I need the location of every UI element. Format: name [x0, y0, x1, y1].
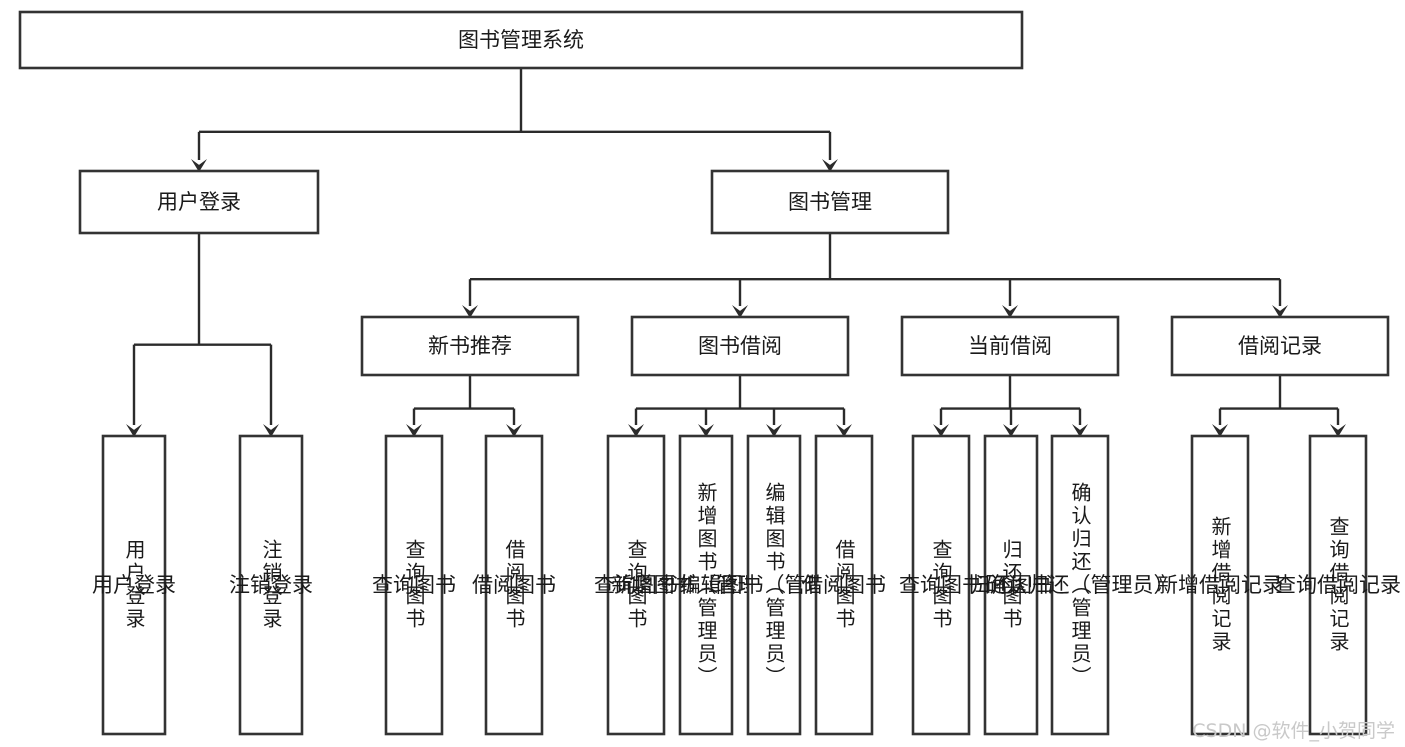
node-leaf-query-record[interactable]: 查询借阅记录 [1275, 434, 1401, 736]
node-box-user-login[interactable] [78, 169, 320, 235]
arrow-head [462, 305, 478, 318]
node-box-current-borrow[interactable] [900, 315, 1120, 377]
node-book-borrow[interactable]: 图书借阅 [630, 315, 850, 377]
node-book-manage[interactable]: 图书管理 [710, 169, 950, 235]
node-label-new-book-recommend: 新书推荐 [428, 334, 512, 358]
node-box-book-manage[interactable] [710, 169, 950, 235]
node-box-leaf-borrow-book-1[interactable] [484, 434, 544, 736]
connector-group-current-borrow [933, 375, 1088, 437]
node-label-leaf-query-book-2: 查询图书 [594, 573, 678, 597]
node-label-leaf-return-book: 归还图书 [969, 573, 1053, 597]
arrow-head [1002, 305, 1018, 318]
node-box-borrow-record[interactable] [1170, 315, 1390, 377]
node-leaf-add-record[interactable]: 新增借阅记录 [1157, 434, 1283, 736]
node-label-leaf-user-login: 用户登录 [92, 573, 176, 597]
node-box-leaf-edit-book[interactable] [746, 434, 802, 736]
node-label-leaf-borrow-book-2: 借阅图书 [802, 573, 886, 597]
arrow-head [126, 424, 142, 437]
connector-group-book-borrow [628, 375, 852, 437]
node-user-login[interactable]: 用户登录 [78, 169, 320, 235]
arrow-head [836, 424, 852, 437]
node-box-leaf-borrow-book-2[interactable] [814, 434, 874, 736]
connector-layer [126, 68, 1346, 437]
node-label-user-login: 用户登录 [157, 190, 241, 214]
arrow-head [1003, 424, 1019, 437]
node-leaf-user-login[interactable]: 用户登录 [92, 434, 176, 736]
arrow-head [766, 424, 782, 437]
arrow-head [1212, 424, 1228, 437]
node-box-new-book-recommend[interactable] [360, 315, 580, 377]
node-box-leaf-query-record[interactable] [1308, 434, 1368, 736]
node-label-book-manage: 图书管理 [788, 190, 872, 214]
node-leaf-query-book-2[interactable]: 查询图书 [594, 434, 678, 736]
node-label-leaf-query-book-1: 查询图书 [372, 573, 456, 597]
connector-group-borrow-record [1212, 375, 1346, 437]
node-label-leaf-query-record: 查询借阅记录 [1275, 573, 1401, 597]
arrow-head [191, 159, 207, 172]
node-leaf-query-book-3[interactable]: 查询图书 [899, 434, 983, 736]
node-leaf-return-book[interactable]: 归还图书 [969, 434, 1053, 736]
node-borrow-record[interactable]: 借阅记录 [1170, 315, 1390, 377]
node-leaf-confirm-return[interactable]: 确认归还（管理员） [986, 434, 1175, 736]
node-box-leaf-query-book-2[interactable] [606, 434, 666, 736]
node-label-leaf-confirm-return: 确认归还（管理员） [986, 573, 1175, 597]
node-box-book-borrow[interactable] [630, 315, 850, 377]
node-current-borrow[interactable]: 当前借阅 [900, 315, 1120, 377]
arrow-head [628, 424, 644, 437]
arrow-head [732, 305, 748, 318]
node-box-leaf-query-book-3[interactable] [911, 434, 971, 736]
arrow-head [263, 424, 279, 437]
node-box-leaf-query-book-1[interactable] [384, 434, 444, 736]
node-label-root: 图书管理系统 [458, 28, 584, 52]
node-leaf-borrow-book-1[interactable]: 借阅图书 [472, 434, 556, 736]
node-new-book-recommend[interactable]: 新书推荐 [360, 315, 580, 377]
arrow-head [822, 159, 838, 172]
node-leaf-borrow-book-2[interactable]: 借阅图书 [802, 434, 886, 736]
connector-group-user-login [126, 233, 279, 437]
arrow-head [506, 424, 522, 437]
node-leaf-query-book-1[interactable]: 查询图书 [372, 434, 456, 736]
arrow-head [406, 424, 422, 437]
arrow-head [698, 424, 714, 437]
node-label-leaf-borrow-book-1: 借阅图书 [472, 573, 556, 597]
arrow-head [1272, 305, 1288, 318]
node-box-leaf-confirm-return[interactable] [1050, 434, 1110, 736]
node-label-book-borrow: 图书借阅 [698, 334, 782, 358]
connector-group-new-book-recommend [406, 375, 522, 437]
node-root[interactable]: 图书管理系统 [18, 10, 1024, 70]
node-leaf-user-logout[interactable]: 注销登录 [229, 434, 313, 736]
node-layer: 图书管理系统用户登录图书管理新书推荐图书借阅当前借阅借阅记录用户登录注销登录查询… [18, 10, 1401, 736]
node-box-leaf-return-book[interactable] [983, 434, 1039, 736]
node-box-leaf-add-book[interactable] [678, 434, 734, 736]
connector-group-root [191, 68, 838, 172]
node-label-current-borrow: 当前借阅 [968, 334, 1052, 358]
node-box-leaf-add-record[interactable] [1190, 434, 1250, 736]
node-label-leaf-user-logout: 注销登录 [229, 573, 313, 597]
node-label-leaf-add-record: 新增借阅记录 [1157, 573, 1283, 597]
arrow-head [1330, 424, 1346, 437]
arrow-head [1072, 424, 1088, 437]
connector-group-book-manage [462, 233, 1288, 318]
node-box-leaf-user-login[interactable] [101, 434, 167, 736]
arrow-head [933, 424, 949, 437]
node-box-leaf-user-logout[interactable] [238, 434, 304, 736]
node-box-root[interactable] [18, 10, 1024, 70]
node-label-leaf-query-book-3: 查询图书 [899, 573, 983, 597]
node-label-borrow-record: 借阅记录 [1238, 334, 1322, 358]
node-leaf-add-book[interactable]: 新增图书（管理员） [612, 434, 801, 736]
